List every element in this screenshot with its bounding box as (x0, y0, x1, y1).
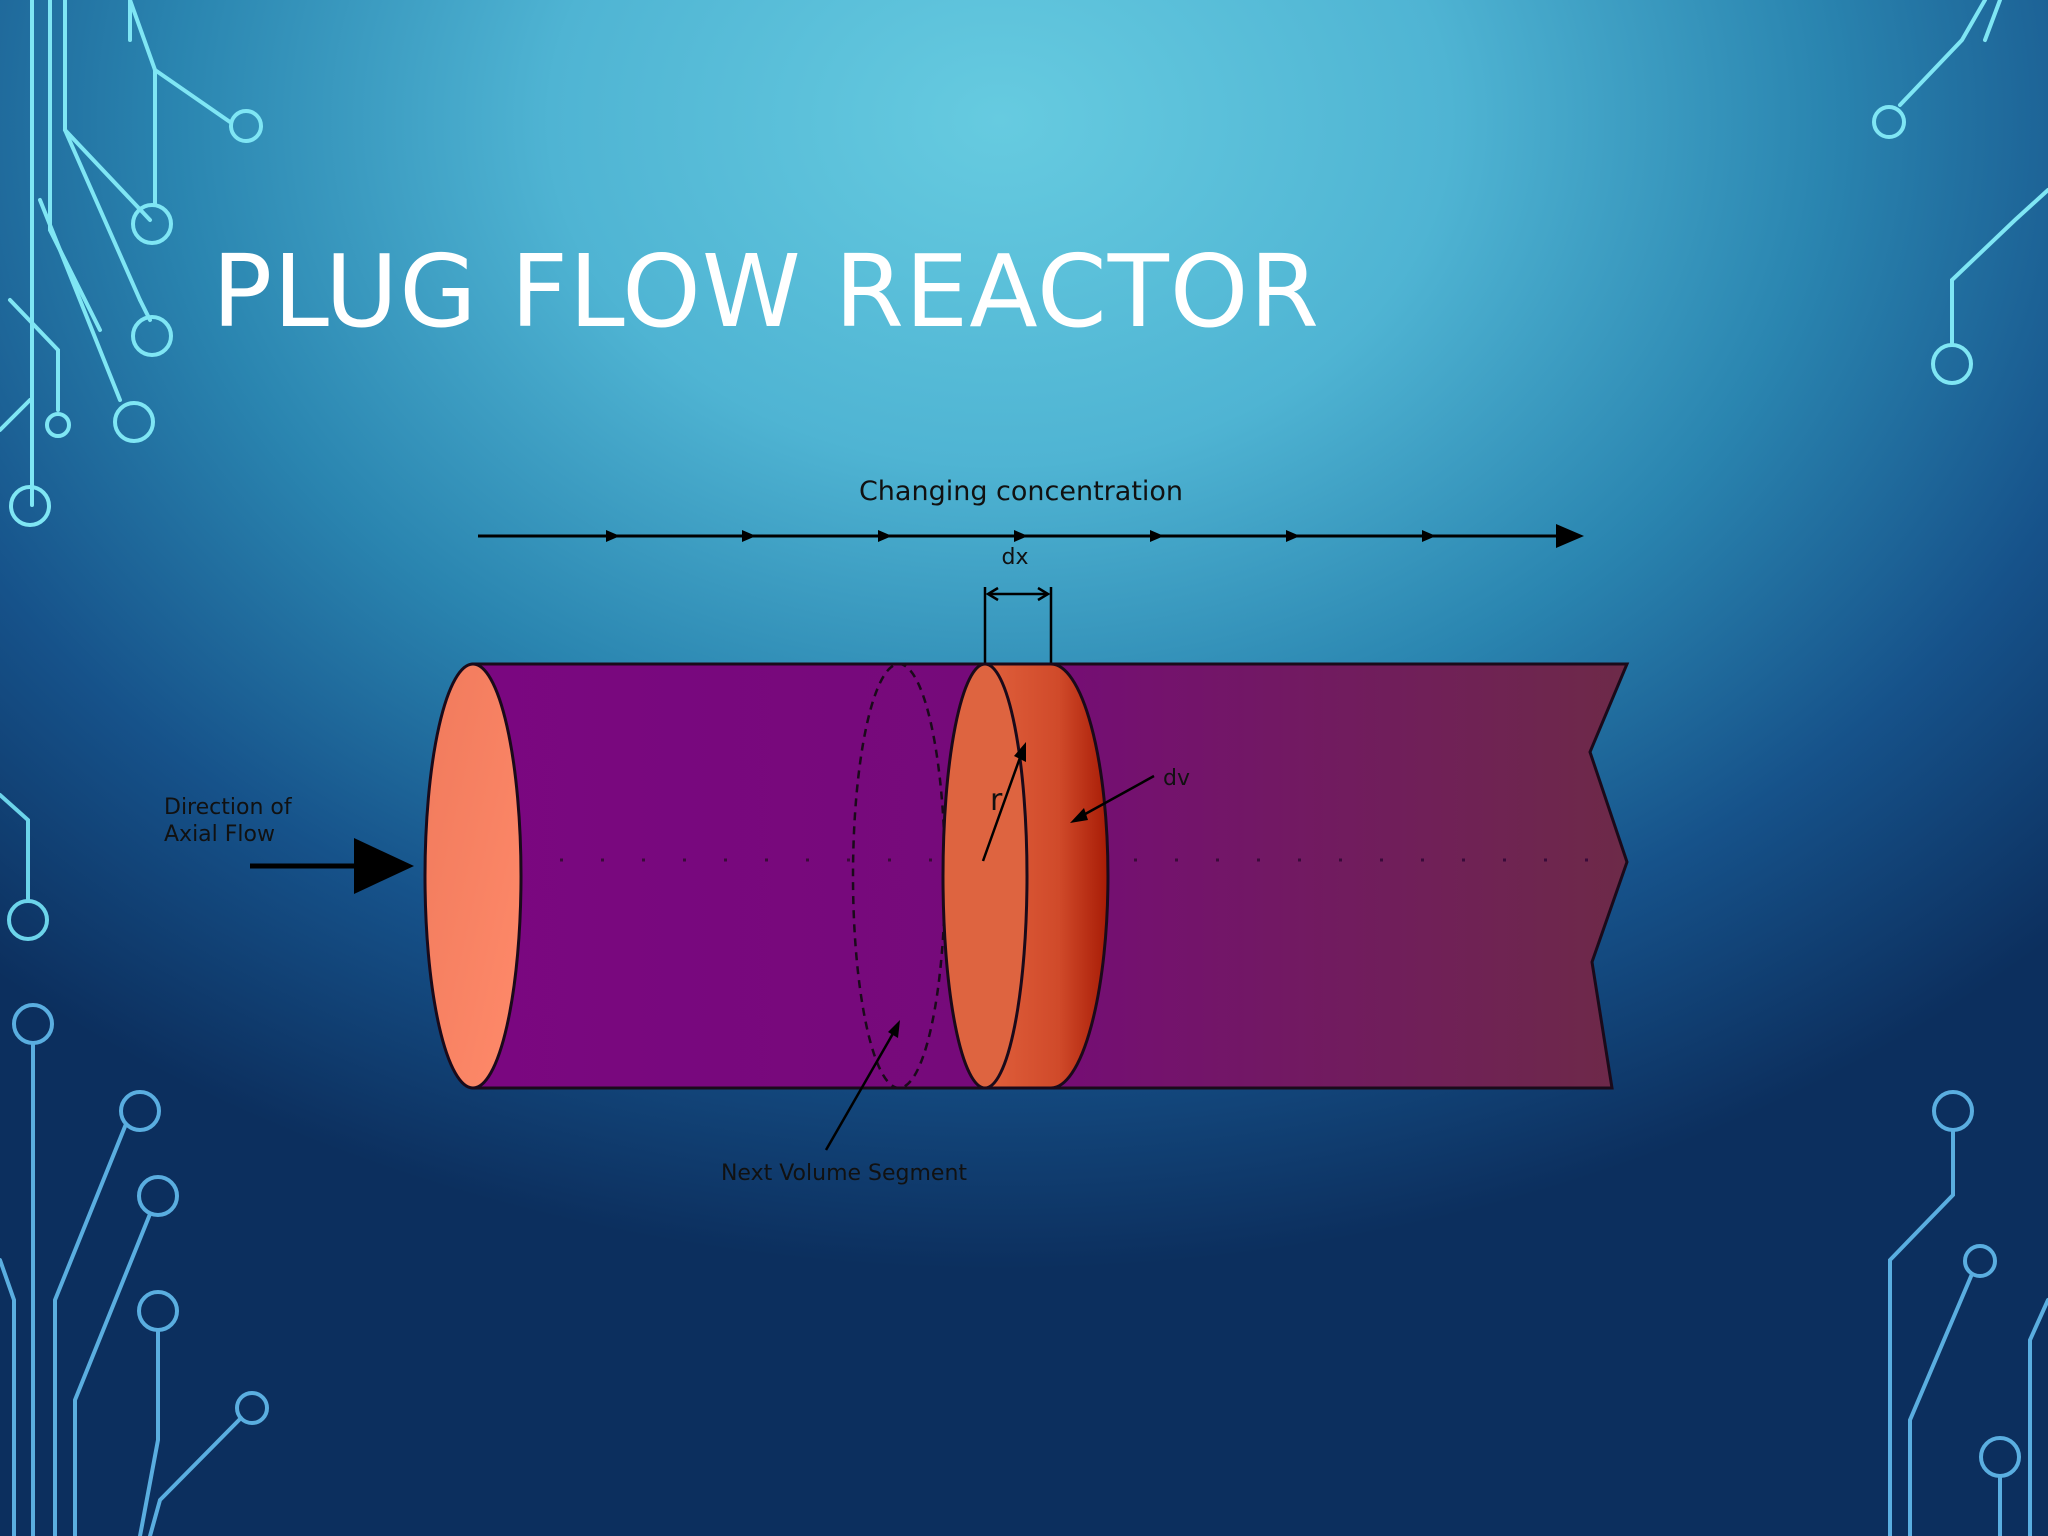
flow-direction-label-line2: Axial Flow (164, 822, 275, 847)
slide-title: PLUG FLOW REACTOR (212, 233, 1320, 350)
dx-label: dx (1002, 545, 1029, 570)
segment-pointer (824, 1020, 900, 1151)
axial-flow-arrow (250, 838, 414, 894)
next-volume-segment-label: Next Volume Segment (721, 1161, 967, 1186)
dv-pointer (1070, 774, 1155, 823)
radius-arrow (981, 742, 1026, 862)
radius-label: r (990, 783, 1003, 818)
dx-dimension (983, 586, 1053, 664)
changing-concentration-label: Changing concentration (859, 476, 1183, 507)
tube-inlet-face (423, 662, 523, 1090)
concentration-arrow (478, 524, 1584, 548)
circuit-top-left (0, 0, 263, 527)
circuit-bottom-right (1888, 1090, 2048, 1536)
dv-label: dv (1163, 766, 1190, 791)
circuit-left-mid (0, 793, 49, 941)
circuit-bottom-left (0, 1003, 269, 1536)
dv-disc (941, 662, 1110, 1090)
circuit-top-right (1872, 0, 2048, 385)
flow-direction-label-line1: Direction of (164, 795, 293, 820)
